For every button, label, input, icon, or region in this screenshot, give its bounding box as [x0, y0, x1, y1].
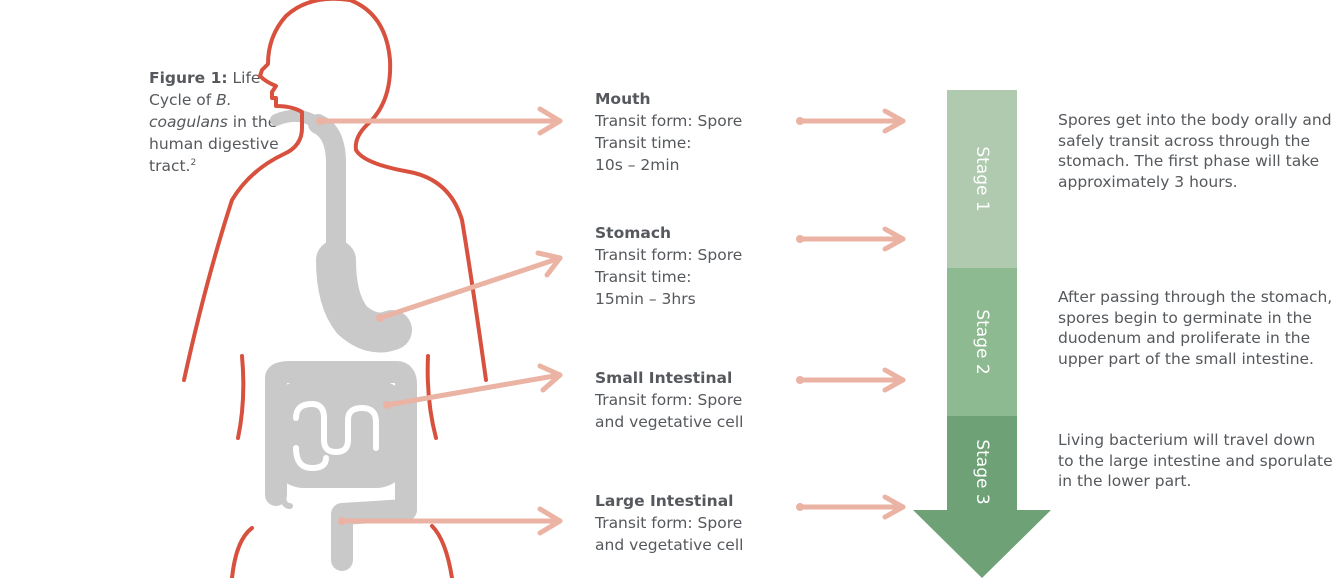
- organ-stomach: Stomach Transit form: Spore Transit time…: [595, 222, 825, 310]
- organ-detail: Transit form: Spore: [595, 389, 825, 411]
- organ-small-intestinal: Small Intestinal Transit form: Spore and…: [595, 367, 825, 433]
- stage-3-description: Living bacterium will travel down to the…: [1058, 430, 1333, 492]
- organ-name: Mouth: [595, 88, 825, 110]
- organ-name: Small Intestinal: [595, 367, 825, 389]
- organ-detail: 15min – 3hrs: [595, 288, 825, 310]
- organ-detail: Transit time:: [595, 266, 825, 288]
- organ-detail: and vegetative cell: [595, 534, 825, 556]
- stage-2-label: Stage 2: [970, 267, 994, 417]
- organ-mouth: Mouth Transit form: Spore Transit time: …: [595, 88, 825, 176]
- organ-detail: Transit form: Spore: [595, 110, 825, 132]
- organ-detail: and vegetative cell: [595, 411, 825, 433]
- stage-2-description: After passing through the stomach, spore…: [1058, 287, 1333, 369]
- organ-detail: Transit form: Spore: [595, 512, 825, 534]
- organ-large-intestinal: Large Intestinal Transit form: Spore and…: [595, 490, 825, 556]
- stage-1-label: Stage 1: [970, 104, 994, 254]
- organ-name: Stomach: [595, 222, 825, 244]
- mouth-pointer-arrow: [316, 109, 560, 133]
- stage-1-description: Spores get into the body orally and safe…: [1058, 110, 1333, 192]
- digestive-tract: [270, 116, 410, 560]
- organ-detail: Transit time:: [595, 132, 825, 154]
- organ-detail: 10s – 2min: [595, 154, 825, 176]
- organ-name: Large Intestinal: [595, 490, 825, 512]
- organ-detail: Transit form: Spore: [595, 244, 825, 266]
- stage-3-label: Stage 3: [970, 397, 994, 547]
